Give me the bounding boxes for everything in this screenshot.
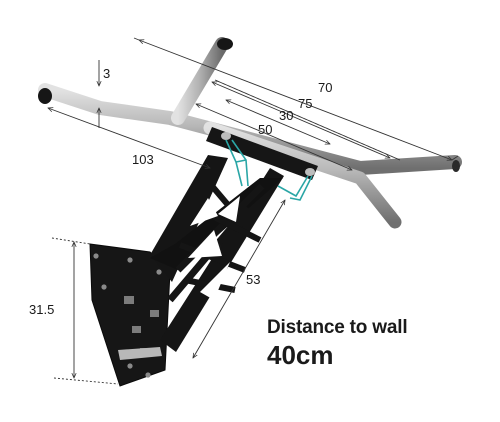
right-tube-end [452, 160, 460, 172]
left-tube-end [38, 88, 52, 104]
arm-length-label: 53 [246, 272, 260, 287]
dimension-lines [48, 37, 459, 385]
plate-height-label: 31.5 [29, 302, 54, 317]
distance-caption: Distance to wall 40cm [267, 317, 408, 370]
depth-label: 103 [132, 152, 154, 167]
caption-title: Distance to wall [267, 317, 408, 338]
caption-value: 40cm [267, 339, 334, 370]
wall-bracket-frame [89, 155, 284, 387]
top-tube-end [217, 38, 233, 50]
drop-label: 3 [103, 66, 110, 81]
handle-spacing-label: 30 [279, 108, 293, 123]
dimension-labels: 3 70 75 30 50 103 53 31.5 [29, 66, 332, 317]
outer-width-label: 70 [318, 80, 332, 95]
mid-width-label: 75 [298, 96, 312, 111]
bracket-width-label: 50 [258, 122, 272, 137]
